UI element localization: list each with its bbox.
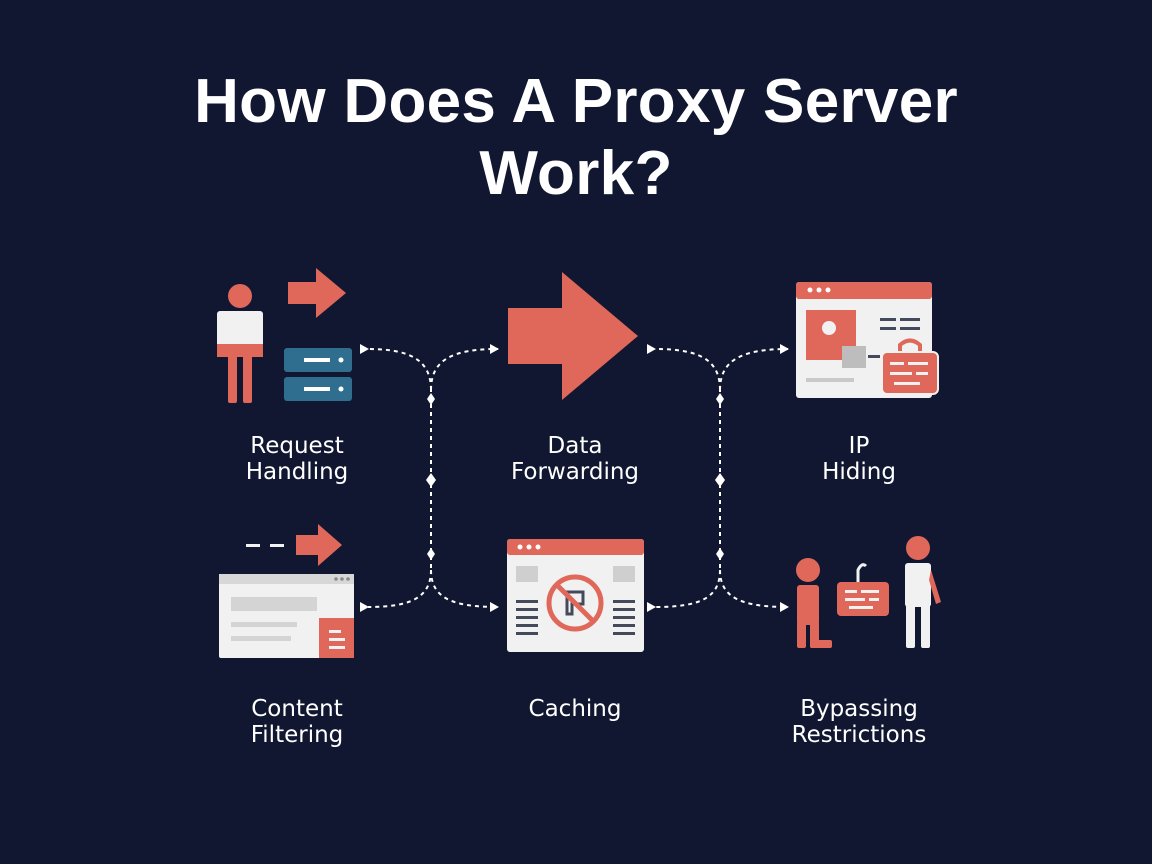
caching-icon-group	[507, 539, 644, 652]
connector-left-to-content	[359, 569, 432, 613]
connector-left-to-request	[359, 343, 432, 391]
label-line: Request	[250, 433, 344, 459]
request-handling-icon-group	[217, 268, 352, 403]
page-title: How Does A Proxy Server Work?	[0, 66, 1152, 210]
title-line-1: How Does A Proxy Server	[194, 67, 958, 136]
title-line-2: Work?	[479, 139, 673, 208]
connector-right-to-bypass	[719, 569, 789, 612]
connector-nodes	[426, 393, 725, 560]
blocked-icon	[546, 574, 604, 632]
node-right-bottom	[716, 548, 724, 560]
person-icon	[217, 284, 263, 403]
person-icon	[905, 536, 941, 648]
label-line: Forwarding	[510, 459, 640, 485]
label-line: Filtering	[250, 722, 344, 748]
person-icon	[796, 558, 832, 648]
browser-window-icon	[507, 539, 644, 652]
node-left-mid	[426, 473, 436, 487]
node-right-top	[716, 393, 724, 405]
document-icon	[319, 618, 354, 658]
lock-icon	[837, 563, 889, 616]
server-icon	[284, 348, 352, 401]
ip-hiding-icon-group	[796, 282, 939, 398]
lock-icon	[881, 338, 939, 395]
label-line: Handling	[245, 459, 349, 485]
label-line: Data	[547, 433, 603, 459]
label-bypassing-restrictions: Bypassing Restrictions	[729, 696, 989, 748]
label-line: Content	[251, 696, 343, 722]
label-line: Hiding	[822, 459, 896, 485]
dash-marks	[246, 544, 284, 547]
arrow-right-icon	[296, 524, 342, 566]
label-line: IP	[848, 433, 870, 459]
arrow-right-icon	[288, 268, 346, 318]
node-left-top	[427, 393, 435, 405]
id-card-icon	[806, 310, 920, 382]
content-filtering-icon-group	[219, 524, 354, 658]
label-content-filtering: Content Filtering	[167, 696, 427, 748]
label-line: Caching	[528, 696, 622, 722]
connector-right-to-forward	[646, 343, 721, 391]
connector-left-to-cache	[430, 569, 499, 612]
label-data-forwarding: Data Forwarding	[445, 433, 705, 485]
bypassing-restrictions-icon-group	[796, 536, 941, 648]
label-ip-hiding: IP Hiding	[729, 433, 989, 485]
node-left-bottom	[427, 548, 435, 560]
node-right-mid	[715, 473, 725, 487]
label-caching: Caching	[445, 696, 705, 722]
label-request-handling: Request Handling	[167, 433, 427, 485]
label-line: Bypassing	[800, 696, 918, 722]
large-arrow-icon	[508, 272, 638, 400]
connector-left-to-forward	[430, 344, 499, 391]
connector-right-to-ip	[719, 344, 789, 391]
connector-right-to-cache	[646, 569, 721, 613]
label-line: Restrictions	[791, 722, 927, 748]
